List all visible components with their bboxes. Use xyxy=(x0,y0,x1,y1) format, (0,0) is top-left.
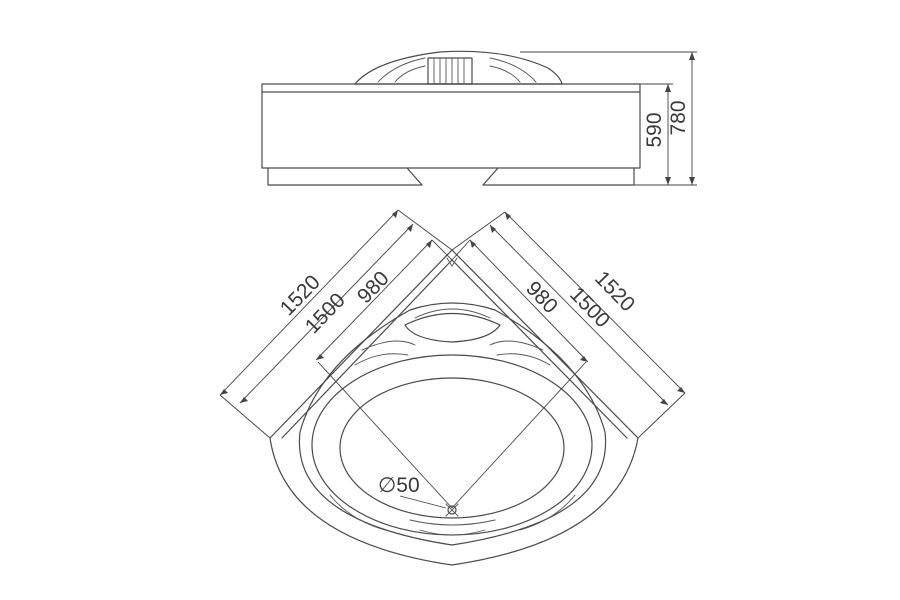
elevation-rim xyxy=(261,83,641,93)
dim-line-right-980 xyxy=(469,239,589,363)
dim-line-right-1520 xyxy=(504,211,686,394)
drain-diameter-symbol: ∅ xyxy=(378,474,396,497)
plan-deck-contour xyxy=(298,302,607,546)
dim-line-left-1520 xyxy=(219,209,399,396)
plan-headrest xyxy=(404,312,501,343)
elevation-base xyxy=(267,167,635,186)
elevation-view: 590 780 xyxy=(261,50,697,186)
dim-label-right-980: 980 xyxy=(521,277,562,318)
plan-outer-shell xyxy=(269,249,639,566)
elevation-body xyxy=(261,91,641,169)
dim-line-left-1500 xyxy=(239,223,414,404)
elevation-top-cap xyxy=(354,50,563,85)
plan-view: 1520 1500 980 980 1500 1520 ∅50 xyxy=(219,209,686,566)
dim-line-right-1500 xyxy=(489,224,669,406)
plan-drain xyxy=(445,503,459,517)
elevation-center-grille xyxy=(427,57,473,85)
drain-label: ∅50 xyxy=(378,474,420,497)
plan-basin-inner xyxy=(339,377,565,519)
dim-label-left-980: 980 xyxy=(353,267,394,308)
dim-line-left-980 xyxy=(315,239,433,361)
dim-label-780: 780 xyxy=(667,100,690,135)
dim-label-590: 590 xyxy=(643,112,666,147)
drain-size: 50 xyxy=(396,474,419,497)
